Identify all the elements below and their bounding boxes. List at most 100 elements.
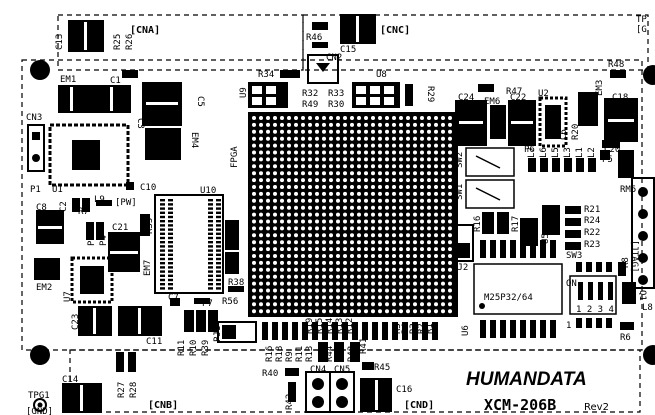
ref-r21: R21	[584, 205, 600, 215]
bga-ball	[259, 309, 263, 314]
bga-ball	[406, 295, 410, 300]
bga-ball	[371, 302, 375, 307]
bga-ball	[406, 129, 410, 134]
bga-ball	[413, 219, 417, 224]
bga-ball	[273, 219, 277, 224]
bga-ball	[273, 233, 277, 238]
bga-ball	[294, 136, 298, 141]
bga-ball	[287, 178, 291, 183]
bga-ball	[329, 136, 333, 141]
bga-ball	[406, 178, 410, 183]
chip-u2	[538, 96, 568, 148]
bga-ball	[322, 136, 326, 141]
bga-ball	[434, 198, 438, 203]
bga-ball	[315, 164, 319, 169]
chip-pin	[168, 287, 173, 290]
bga-ball	[371, 260, 375, 265]
bga-ball	[266, 260, 270, 265]
bga-ball	[294, 164, 298, 169]
brand-block: HUMANDATA XCM-206B Rev2	[466, 369, 609, 414]
chip-pin	[168, 253, 173, 256]
chip-pin	[216, 211, 221, 214]
mounting-hole-br	[643, 345, 655, 365]
bga-ball	[434, 178, 438, 183]
ref-cn5: CN5	[334, 365, 350, 375]
led-row	[528, 158, 596, 172]
bga-ball	[392, 295, 396, 300]
bga-ball	[343, 171, 347, 176]
ref-l3: L3	[563, 147, 573, 158]
bga-ball	[434, 157, 438, 162]
bga-ball	[364, 143, 368, 148]
bga-ball	[420, 150, 424, 155]
bga-ball	[357, 295, 361, 300]
bga-ball	[266, 157, 270, 162]
bga-ball	[322, 143, 326, 148]
chip-pin	[160, 257, 165, 261]
bga-ball	[378, 240, 382, 245]
resistor-r36	[225, 220, 239, 250]
bga-ball	[434, 226, 438, 231]
bga-ball	[329, 178, 333, 183]
bga-ball	[287, 288, 291, 293]
ref-r22: R22	[584, 228, 600, 238]
chip-pin	[208, 228, 213, 231]
bga-ball	[364, 219, 368, 224]
bga-ball	[266, 219, 270, 224]
ref-em7: EM7	[143, 260, 153, 276]
bga-ball	[385, 233, 389, 238]
bga-ball	[273, 212, 277, 217]
bga-ball	[329, 247, 333, 252]
bga-ball	[427, 226, 431, 231]
resistor-pad	[362, 322, 368, 340]
bga-ball	[385, 219, 389, 224]
resistor-pad	[392, 322, 398, 340]
chip-u4	[542, 205, 560, 235]
bga-ball	[406, 233, 410, 238]
bga-ball	[252, 260, 256, 265]
bga-ball	[441, 143, 445, 148]
bga-ball	[357, 164, 361, 169]
ref-r4: R4	[401, 323, 411, 334]
bga-ball	[280, 240, 284, 245]
bga-ball	[420, 219, 424, 224]
bga-ball	[406, 164, 410, 169]
inductor-em2	[34, 258, 60, 280]
ref-c3: C3	[135, 118, 145, 129]
chip-pin	[168, 262, 173, 265]
bga-ball	[273, 143, 277, 148]
bga-ball	[280, 254, 284, 258]
chip-u8	[352, 82, 400, 108]
bga-ball	[364, 302, 368, 307]
bga-ball	[266, 198, 270, 203]
ref-r43: R43	[347, 346, 357, 362]
bga-ball	[357, 185, 361, 189]
bga-ball	[294, 143, 298, 148]
ref-r40: R40	[262, 369, 278, 379]
bga-ball	[413, 171, 417, 176]
bga-ball	[364, 129, 368, 134]
bga-ball	[259, 136, 263, 141]
bga-ball	[322, 267, 326, 272]
bga-ball	[315, 136, 319, 141]
bga-ball	[336, 288, 340, 293]
bga-ball	[350, 233, 354, 238]
bga-ball	[322, 240, 326, 245]
bga-ball	[427, 288, 431, 293]
bga-ball	[280, 233, 284, 238]
ref-c18: C18	[612, 93, 628, 103]
bga-ball	[399, 164, 403, 169]
bga-ball	[371, 288, 375, 293]
bga-ball	[280, 226, 284, 231]
bga-ball	[441, 267, 445, 272]
bga-ball	[273, 198, 277, 203]
bga-ball	[350, 191, 354, 196]
bga-ball	[322, 295, 326, 300]
ref-l6: L6	[539, 147, 549, 158]
ref-c11: C11	[146, 337, 162, 347]
bga-ball	[357, 212, 361, 217]
bga-ball	[406, 260, 410, 265]
bga-ball	[420, 281, 424, 286]
chip-pin	[160, 278, 165, 282]
bga-ball	[420, 122, 424, 127]
